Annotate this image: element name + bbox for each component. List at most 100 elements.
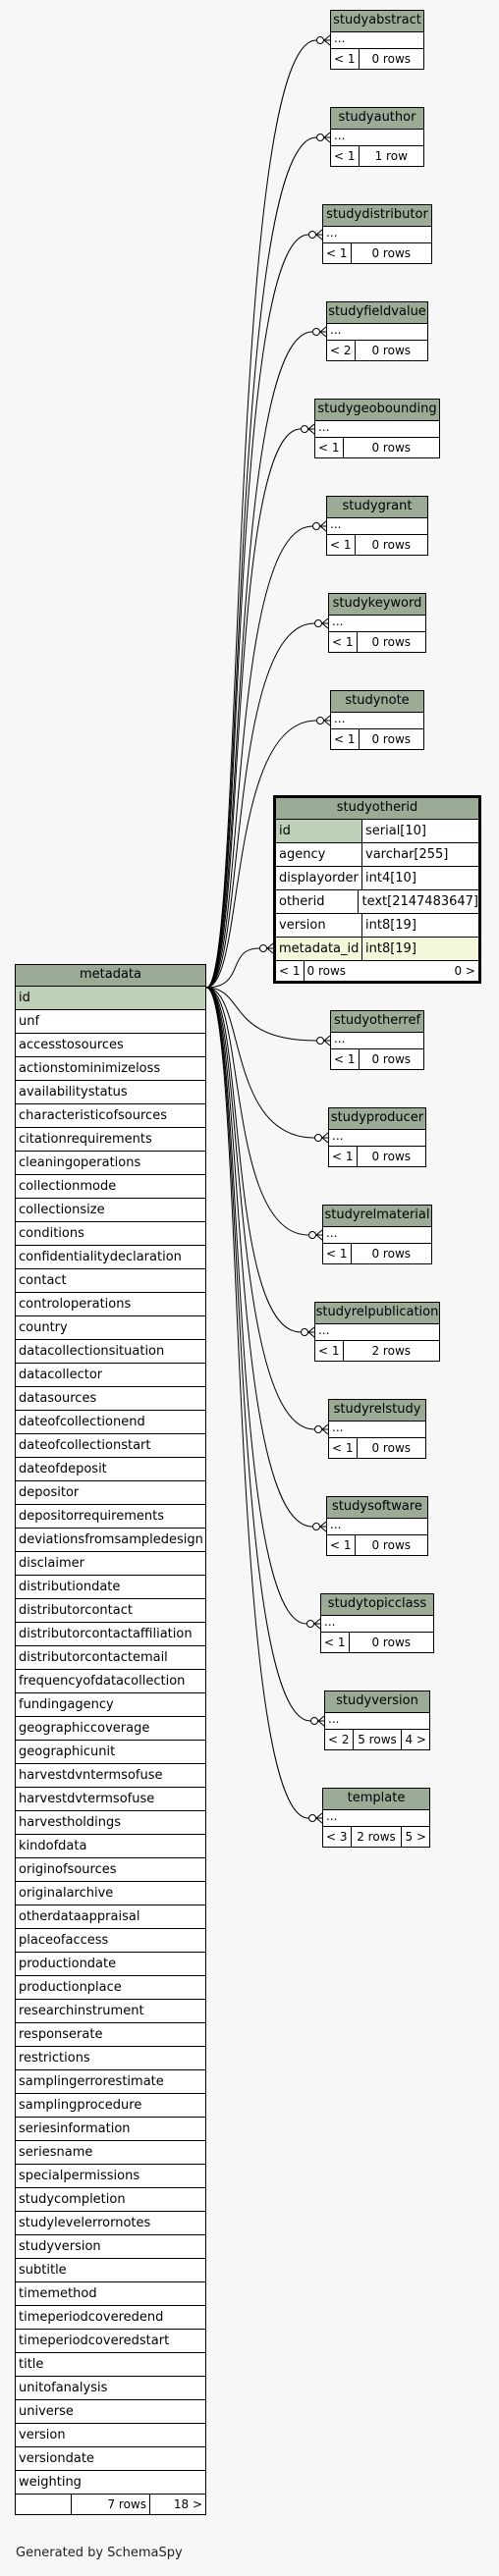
column-row[interactable]: collectionsize	[16, 1199, 205, 1222]
column-row[interactable]: unitofanalysis	[16, 2377, 205, 2400]
parents-count[interactable]: < 1	[329, 1438, 358, 1458]
column-row[interactable]: version	[16, 2424, 205, 2447]
column-row[interactable]: characteristicofsources	[16, 1104, 205, 1128]
children-count[interactable]: 0 >	[454, 964, 475, 978]
parents-count[interactable]: < 1	[329, 632, 358, 652]
parents-count[interactable]: < 1	[321, 1633, 350, 1652]
column-row[interactable]: depositorrequirements	[16, 1505, 205, 1529]
column-row[interactable]: citationrequirements	[16, 1128, 205, 1152]
columns-collapsed[interactable]: ...	[331, 713, 423, 729]
column-row[interactable]: controloperations	[16, 1293, 205, 1316]
columns-collapsed[interactable]: ...	[315, 1324, 439, 1341]
column-row[interactable]: productionplace	[16, 1976, 205, 2000]
children-count[interactable]: 5 >	[405, 1830, 426, 1844]
columns-collapsed[interactable]: ...	[329, 1422, 425, 1438]
column-row[interactable]: studycompletion	[16, 2188, 205, 2212]
parents-count[interactable]: < 1	[327, 1535, 356, 1555]
children-count[interactable]: 18 >	[173, 2497, 202, 2511]
parents-count[interactable]: < 1	[323, 1244, 352, 1263]
column-row[interactable]: cleaningoperations	[16, 1152, 205, 1175]
column-row[interactable]: seriesname	[16, 2141, 205, 2165]
column-row[interactable]: distributorcontact	[16, 1599, 205, 1623]
parents-count[interactable]: < 1	[323, 243, 352, 263]
column-row[interactable]: originalarchive	[16, 1882, 205, 1905]
column-row[interactable]: universe	[16, 2400, 205, 2424]
parents-count[interactable]: < 1	[327, 535, 356, 555]
columns-collapsed[interactable]: ...	[329, 1130, 425, 1147]
column-row[interactable]: originofsources	[16, 1858, 205, 1882]
column-row[interactable]: distributorcontactemail	[16, 1646, 205, 1670]
columns-collapsed[interactable]: ...	[321, 1616, 433, 1633]
column-row[interactable]: depositor	[16, 1481, 205, 1505]
column-row[interactable]: researchinstrument	[16, 2000, 205, 2023]
column-row[interactable]: weighting	[16, 2471, 205, 2495]
columns-collapsed[interactable]: ...	[323, 1227, 431, 1244]
column-row[interactable]: seriesinformation	[16, 2118, 205, 2141]
column-row[interactable]: otherdataappraisal	[16, 1905, 205, 1929]
parents-count[interactable]: < 1	[331, 146, 360, 166]
column-row[interactable]: title	[16, 2353, 205, 2377]
columns-collapsed[interactable]: ...	[327, 518, 427, 535]
columns-collapsed[interactable]: ...	[315, 421, 439, 438]
column-row[interactable]: timeperiodcoveredstart	[16, 2330, 205, 2353]
columns-collapsed[interactable]: ...	[323, 1810, 429, 1827]
column-row[interactable]: frequencyofdatacollection	[16, 1670, 205, 1693]
column-row[interactable]: distributorcontactaffiliation	[16, 1623, 205, 1646]
columns-collapsed[interactable]: ...	[331, 32, 423, 49]
columns-collapsed[interactable]: ...	[329, 616, 425, 632]
column-row[interactable]: studylevelerrornotes	[16, 2212, 205, 2235]
column-row[interactable]: timemethod	[16, 2282, 205, 2306]
column-row[interactable]: distributiondate	[16, 1576, 205, 1599]
column-row[interactable]: fundingagency	[16, 1693, 205, 1717]
column-row[interactable]: studyversion	[16, 2235, 205, 2259]
column-row[interactable]: kindofdata	[16, 1835, 205, 1858]
column-row[interactable]: dateofcollectionend	[16, 1411, 205, 1434]
parents-count[interactable]: < 1	[315, 438, 344, 457]
column-row[interactable]: harvestdvtermsofuse	[16, 1788, 205, 1811]
column-row[interactable]: availabilitystatus	[16, 1081, 205, 1104]
column-row[interactable]: dateofcollectionstart	[16, 1434, 205, 1458]
column-row[interactable]: geographicunit	[16, 1741, 205, 1764]
column-row[interactable]: samplingprocedure	[16, 2094, 205, 2118]
columns-collapsed[interactable]: ...	[331, 130, 423, 146]
column-row[interactable]: collectionmode	[16, 1175, 205, 1199]
column-row[interactable]: placeofaccess	[16, 1929, 205, 1953]
parents-count[interactable]: < 1	[329, 1147, 358, 1166]
columns-collapsed[interactable]: ...	[325, 1713, 429, 1730]
column-row[interactable]: conditions	[16, 1222, 205, 1246]
columns-collapsed[interactable]: ...	[327, 1519, 427, 1535]
parents-count[interactable]: < 1	[331, 49, 360, 69]
column-row[interactable]: geographiccoverage	[16, 1717, 205, 1741]
column-row[interactable]: id	[16, 987, 205, 1010]
column-row[interactable]: specialpermissions	[16, 2165, 205, 2188]
column-row[interactable]: samplingerrorestimate	[16, 2070, 205, 2094]
columns-collapsed[interactable]: ...	[323, 227, 431, 243]
column-row[interactable]: datacollectionsituation	[16, 1340, 205, 1364]
column-row[interactable]: harvestdvntermsofuse	[16, 1764, 205, 1788]
column-row[interactable]: restrictions	[16, 2047, 205, 2070]
column-row[interactable]: datasources	[16, 1387, 205, 1411]
parents-count[interactable]: < 1	[331, 1049, 360, 1069]
